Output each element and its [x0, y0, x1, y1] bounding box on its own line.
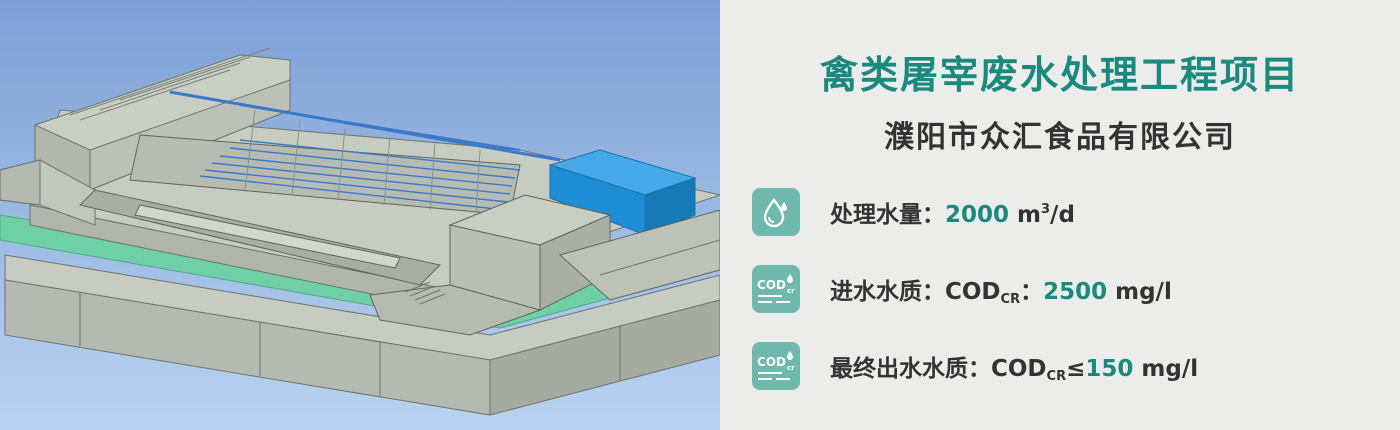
spec-capacity-unit: m	[1009, 202, 1041, 228]
spec-effluent-text: 最终出水水质：CODCR≤150 mg/l	[830, 349, 1198, 384]
cod-icon: COD cr	[752, 265, 800, 313]
spec-effluent: COD cr 最终出水水质：CODCR≤150 mg/l	[752, 342, 1198, 390]
spec-effluent-sub: CR	[1046, 368, 1067, 384]
cod-icon-text: COD	[757, 355, 786, 369]
water-drop-icon	[752, 188, 800, 236]
plant-3d-render	[0, 0, 720, 430]
cod-icon: COD cr	[752, 342, 800, 390]
spec-influent-value: 2500	[1043, 278, 1108, 305]
spec-capacity-unit-exp: 3	[1041, 202, 1051, 217]
spec-capacity-value: 2000	[945, 202, 1010, 228]
spec-capacity: 处理水量：2000 m3/d	[752, 188, 1075, 236]
spec-effluent-label: 最终出水水质：COD	[830, 355, 1047, 382]
spec-effluent-value: 150	[1085, 355, 1134, 382]
project-title: 禽类屠宰废水处理工程项目	[819, 53, 1300, 97]
spec-influent-text: 进水水质：CODCR：2500 mg/l	[830, 272, 1172, 307]
spec-influent: COD cr 进水水质：CODCR：2500 mg/l	[752, 265, 1172, 313]
spec-influent-sep: ：	[1020, 278, 1044, 305]
spec-effluent-unit: mg/l	[1133, 355, 1199, 382]
spec-influent-sub: CR	[1000, 291, 1021, 307]
spec-capacity-text: 处理水量：2000 m3/d	[830, 195, 1075, 229]
spec-capacity-label: 处理水量：	[830, 202, 945, 228]
cod-icon-sub: cr	[787, 364, 795, 372]
company-name: 濮阳市众汇食品有限公司	[884, 120, 1236, 155]
spec-influent-label: 进水水质：COD	[830, 278, 1001, 305]
spec-influent-unit: mg/l	[1107, 278, 1172, 305]
spec-capacity-unit-tail: /d	[1050, 202, 1075, 228]
project-info-panel: 禽类屠宰废水处理工程项目 濮阳市众汇食品有限公司 处理水量：2000 m3/d …	[720, 0, 1400, 430]
cod-icon-sub: cr	[787, 287, 795, 295]
spec-effluent-sep: ≤	[1066, 355, 1086, 382]
cod-icon-text: COD	[757, 278, 786, 292]
